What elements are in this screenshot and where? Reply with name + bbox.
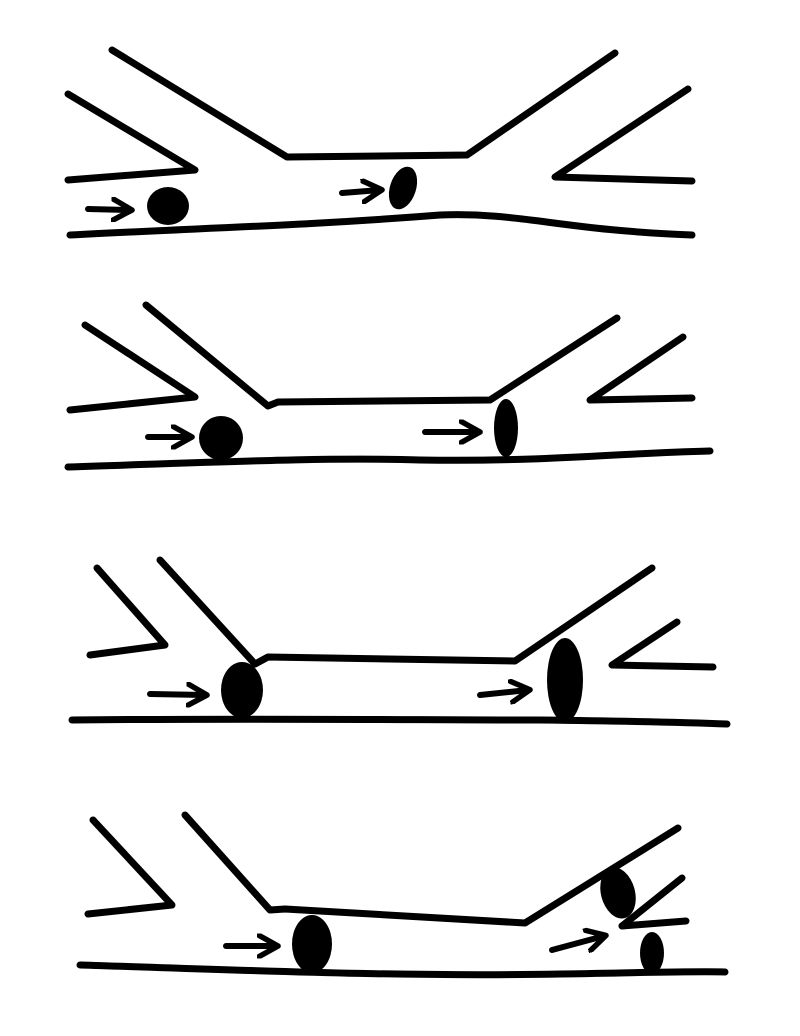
flow-arrow xyxy=(88,209,130,210)
channel-top-wall xyxy=(112,50,615,157)
panel-2 xyxy=(68,305,710,467)
channel-bottom-wall xyxy=(72,719,727,724)
particle xyxy=(221,662,263,718)
flow-arrow xyxy=(552,936,604,950)
particle xyxy=(640,932,664,974)
right-outlet-upper xyxy=(555,89,692,181)
channel-top-wall xyxy=(160,560,652,664)
flow-arrow xyxy=(342,190,380,193)
right-outlet-lower xyxy=(622,921,686,926)
panel-4 xyxy=(80,815,725,975)
flow-arrow xyxy=(150,694,205,695)
left-inlet-upper xyxy=(90,568,165,655)
left-inlet-upper xyxy=(88,820,172,914)
left-inlet-upper xyxy=(70,325,195,410)
channel-bottom-wall xyxy=(68,451,710,467)
panel-1 xyxy=(68,50,692,235)
particle xyxy=(494,399,518,457)
right-outlet-upper xyxy=(612,622,713,667)
particle xyxy=(147,187,189,225)
particle xyxy=(547,638,583,722)
channel-bottom-wall xyxy=(80,965,725,975)
channel-top-wall xyxy=(185,815,678,923)
flow-arrow xyxy=(480,690,528,695)
right-outlet-upper xyxy=(590,337,692,400)
particle xyxy=(199,416,243,460)
particle xyxy=(384,163,422,213)
particle xyxy=(292,915,332,973)
panel-3 xyxy=(72,560,727,724)
left-inlet-upper xyxy=(68,94,195,180)
channel-top-wall xyxy=(146,305,617,406)
